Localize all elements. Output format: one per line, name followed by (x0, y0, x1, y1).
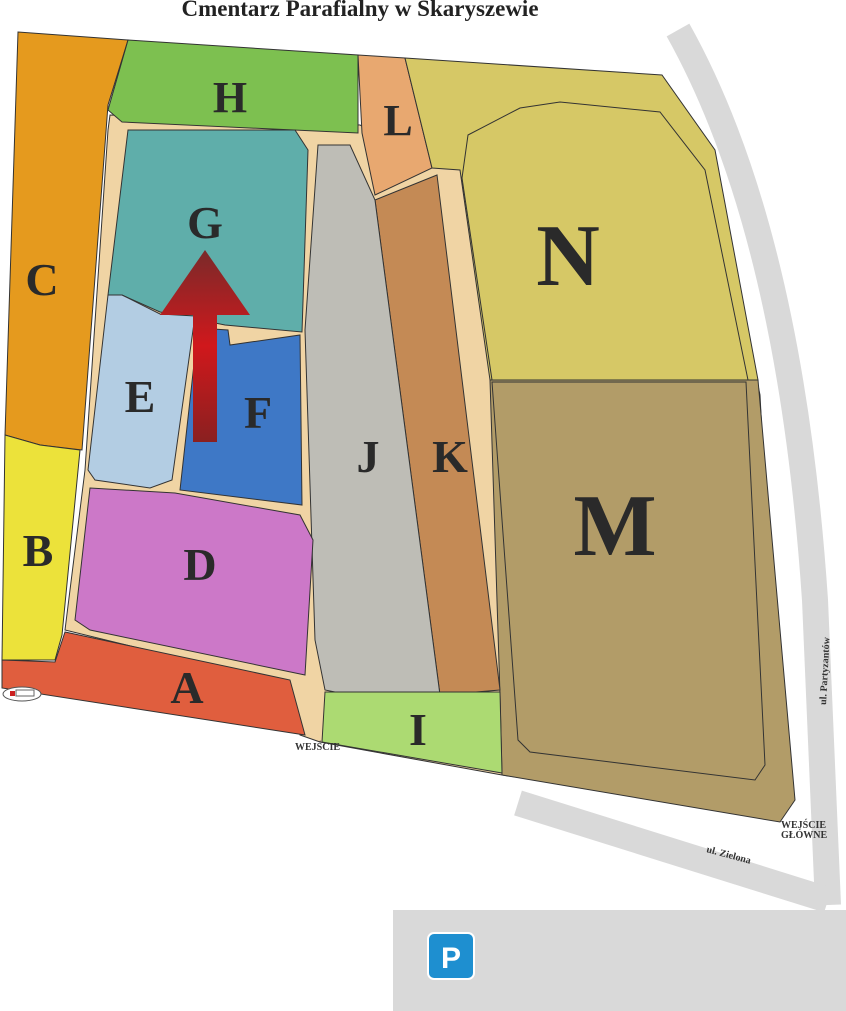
direction-arrow-icon (160, 250, 250, 442)
label-l: L (383, 96, 412, 145)
street-partyzantow-label: ul. Partyzantów (818, 636, 833, 705)
section-n[interactable] (461, 101, 749, 381)
label-n: N (536, 208, 600, 305)
section-i[interactable] (321, 691, 503, 774)
publisher-logo (2, 686, 42, 702)
section-a[interactable] (1, 631, 306, 736)
road-partyzantow (666, 23, 841, 906)
map-title: Cmentarz Parafialny w Skaryszewie (181, 0, 539, 21)
label-c: C (25, 254, 58, 305)
section-e[interactable] (87, 294, 196, 489)
label-d: D (183, 539, 216, 590)
label-h: H (213, 73, 247, 122)
label-e: E (125, 371, 156, 422)
label-k: K (432, 431, 468, 482)
parking-sign[interactable]: P (427, 932, 475, 980)
road-zielona (514, 790, 832, 913)
main-entrance-label-2: GŁÓWNE (781, 829, 827, 841)
label-i: I (409, 704, 427, 755)
section-l[interactable] (357, 54, 433, 196)
side-entrance-label: WEJŚCIE (295, 741, 340, 753)
parking-icon: P (441, 942, 461, 975)
section-h[interactable] (107, 39, 359, 134)
label-j: J (357, 431, 380, 482)
label-f: F (244, 387, 272, 438)
label-m: M (573, 478, 656, 575)
label-g: G (187, 197, 223, 248)
label-a: A (170, 662, 203, 713)
section-d[interactable] (74, 487, 314, 676)
section-m[interactable] (491, 381, 766, 781)
label-b: B (23, 525, 54, 576)
main-entrance-label-1: WEJŚCIE (781, 819, 826, 831)
